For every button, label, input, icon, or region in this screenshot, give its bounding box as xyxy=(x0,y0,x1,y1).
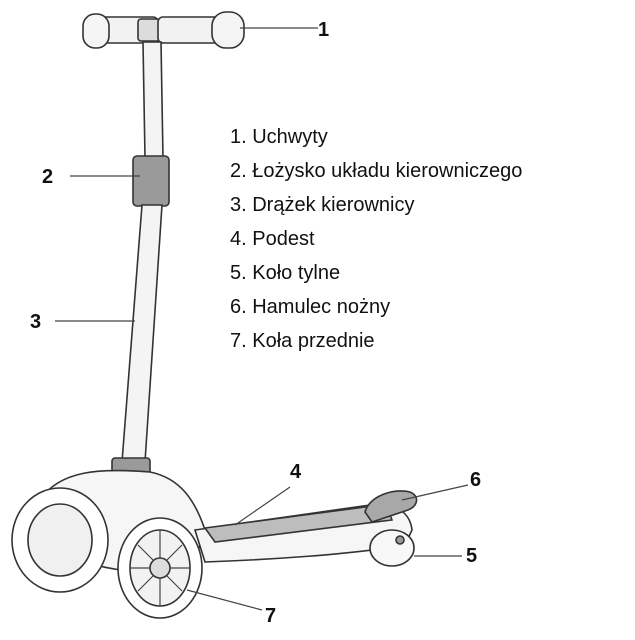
callout-number: 3 xyxy=(30,311,41,333)
callout-number: 2 xyxy=(42,166,53,188)
steering-column xyxy=(111,41,170,477)
legend-item: 6. Hamulec nożny xyxy=(230,296,391,318)
legend-item: 3. Drążek kierownicy xyxy=(230,194,415,216)
upper-tube xyxy=(142,41,164,159)
callout-number: 1 xyxy=(318,19,329,41)
lower-tube xyxy=(121,204,163,463)
left-front-wheel xyxy=(11,487,109,593)
leader-line-4 xyxy=(234,486,291,526)
legend-item: 2. Łożysko układu kierowniczego xyxy=(230,160,523,182)
handlebar xyxy=(82,11,245,49)
right-front-wheel xyxy=(117,517,203,619)
right-grip-end xyxy=(211,11,245,49)
leader-line-6 xyxy=(401,484,469,501)
legend-item: 7. Koła przednie xyxy=(230,330,375,352)
legend-item: 4. Podest xyxy=(230,228,315,250)
callout-number: 4 xyxy=(290,461,302,483)
callout-number: 7 xyxy=(265,605,276,627)
rear-brake xyxy=(364,490,418,523)
left-grip-end xyxy=(82,13,110,49)
parts-legend: 1. Uchwyty 2. Łożysko układu kierownicze… xyxy=(230,120,522,358)
legend-item: 5. Koło tylne xyxy=(230,262,341,284)
leader-line-7 xyxy=(186,589,263,611)
handlebar-clamp xyxy=(137,18,161,42)
legend-item: 1. Uchwyty xyxy=(230,126,328,148)
steering-bearing xyxy=(132,155,170,207)
rear-wheel xyxy=(369,529,415,567)
callout-number: 5 xyxy=(466,545,477,567)
callout-number: 6 xyxy=(470,469,481,491)
